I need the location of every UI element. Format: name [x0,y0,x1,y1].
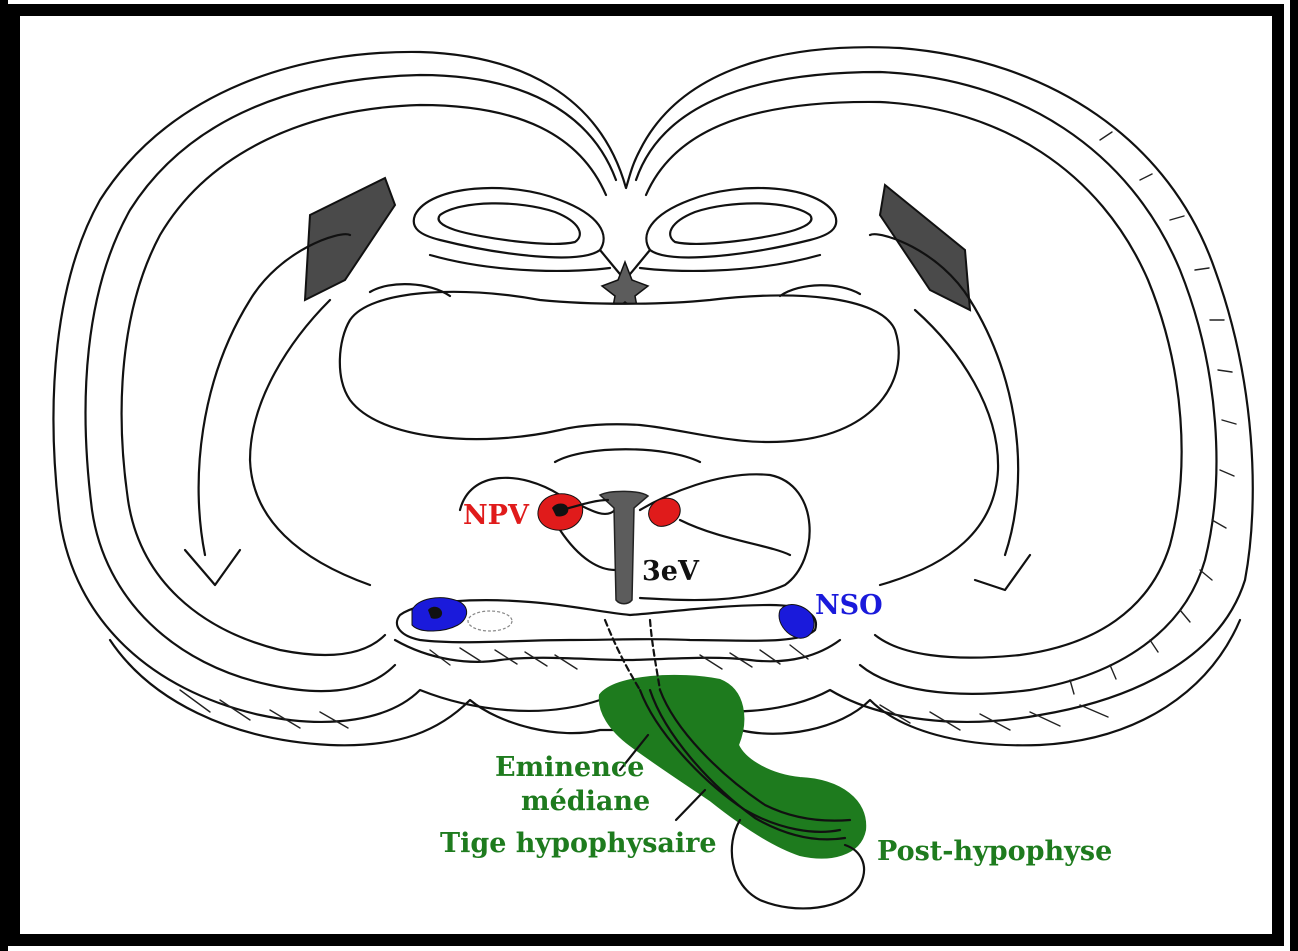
frame-left-edge [0,0,8,951]
label-nso: NSO [815,590,883,621]
thalamus [340,292,899,442]
frame-right-edge [1290,0,1298,951]
label-median-eminence-line2: médiane [521,786,650,817]
optic-tract-oval [468,611,512,631]
label-posterior-pituitary: Post-hypophyse [877,836,1112,867]
label-third-ventricle: 3eV [642,556,700,587]
label-median-eminence-line1: Eminence [495,752,644,783]
label-pituitary-stalk: Tige hypophysaire [440,828,717,859]
label-npv: NPV [463,500,530,531]
